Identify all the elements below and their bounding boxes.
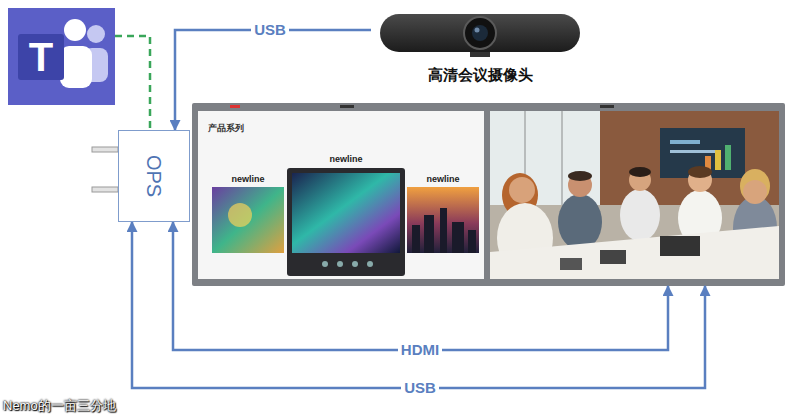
product-thumbnails-part (407, 187, 479, 253)
conference-camera-part (464, 17, 496, 49)
product-thumbnails-part (440, 208, 447, 253)
brand-name: newline (283, 154, 409, 165)
conference-camera-part (475, 28, 480, 33)
product-thumbnails-part (322, 261, 328, 267)
teams-logo-part (18, 34, 64, 80)
connector-label: USB (251, 21, 289, 39)
meeting-photo-part (660, 236, 700, 256)
meeting-photo-part (629, 167, 651, 177)
dual-display (192, 103, 785, 286)
meeting-photo-part (743, 180, 767, 204)
connector-label: HDMI (398, 341, 442, 359)
conference-camera-part (472, 25, 488, 41)
dual-display: 产品系列 newline newline newline (192, 103, 785, 286)
product-thumbnails-part (424, 215, 434, 253)
dual-display-part (490, 111, 779, 279)
meeting-photo (490, 111, 779, 279)
teams-logo: T (8, 8, 115, 105)
product-thumbnails-part (228, 203, 252, 227)
ops-box: OPS (118, 130, 190, 222)
product-thumbnails-part (337, 261, 343, 267)
dual-display-part (198, 111, 484, 279)
dual-display-part (600, 105, 614, 108)
connector (132, 222, 705, 388)
product-thumbnail: newline (283, 153, 409, 278)
meeting-photo-part (660, 128, 745, 178)
ops-pins-part (92, 147, 118, 152)
product-thumbnails-part (287, 168, 405, 276)
screen-heading: 产品系列 (208, 123, 244, 134)
product-thumbnails (212, 168, 479, 276)
dual-display-part (340, 105, 354, 108)
connector (115, 36, 150, 130)
meeting-photo-part (725, 145, 731, 170)
product-thumbnails-part (212, 187, 284, 253)
logo-letter: T (18, 34, 64, 80)
product-thumbnails-part (352, 261, 358, 267)
dual-display-part (192, 103, 785, 286)
meeting-photo-part (620, 189, 660, 241)
product-thumbnail: newline (403, 173, 483, 253)
meeting-photo-part (740, 169, 770, 203)
meeting-photo-part (509, 177, 535, 203)
meeting-photo-part (561, 111, 563, 205)
meeting-photo-part (558, 194, 602, 250)
connector-label: USB (401, 379, 439, 397)
product-thumbnail: newline (208, 173, 288, 253)
teams-logo-part (60, 46, 92, 88)
product-thumbnails-part (367, 261, 373, 267)
product-thumbnails-part (292, 173, 400, 253)
meeting-photo-part (670, 140, 700, 144)
connector (175, 30, 371, 130)
meeting-photo-part (715, 150, 721, 170)
ops-pins-part (92, 187, 118, 192)
camera-device: 高清会议摄像头 (371, 8, 589, 90)
conference-camera-part (470, 52, 490, 57)
box-label: OPS (143, 155, 165, 197)
ops-pins (92, 147, 118, 192)
product-thumbnails-part (468, 230, 476, 253)
conference-camera-part (380, 14, 580, 52)
teams-logo-part (8, 8, 115, 105)
device-label: 高清会议摄像头 (371, 66, 589, 84)
product-thumbnails-part (412, 225, 420, 253)
meeting-photo-part (568, 171, 592, 181)
meeting-photo-part (490, 226, 779, 279)
teams-logo-part (87, 25, 105, 43)
watermark: Nemo的一亩三分地 (3, 397, 116, 415)
meeting-photo-part (560, 258, 582, 270)
dual-display-part (230, 105, 240, 108)
product-thumbnails-part (452, 222, 464, 253)
meeting-photo-part (600, 250, 626, 264)
connector (173, 222, 668, 350)
teams-logo (8, 8, 115, 105)
meeting-photo-part (670, 150, 720, 153)
brand-name: newline (208, 174, 288, 185)
brand-name: newline (403, 174, 483, 185)
conference-camera (380, 14, 580, 57)
teams-logo-part (64, 19, 86, 41)
meeting-photo-part (688, 166, 712, 178)
